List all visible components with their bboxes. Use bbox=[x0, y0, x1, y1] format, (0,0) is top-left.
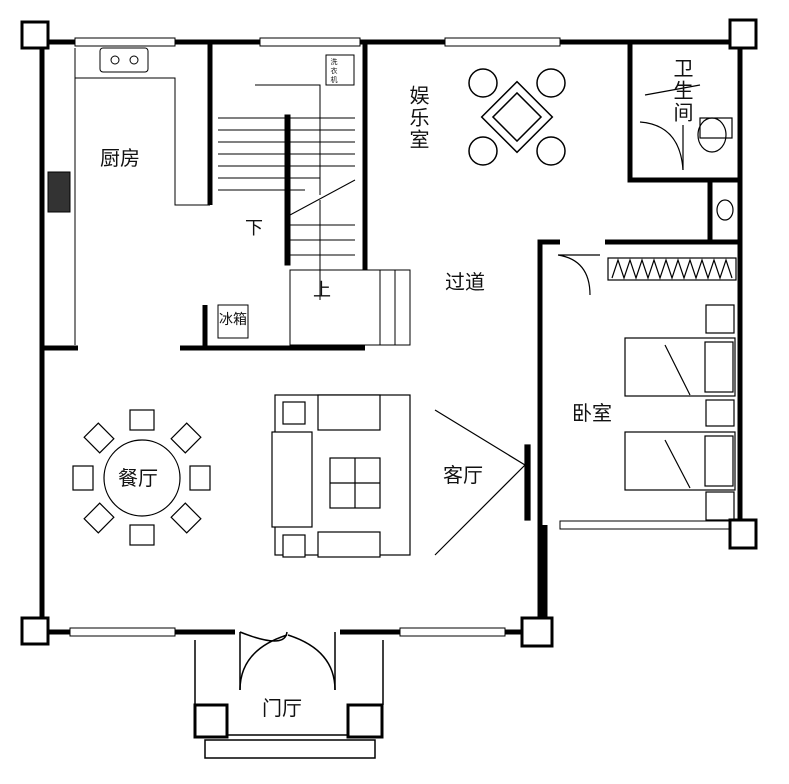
windows bbox=[69, 37, 731, 637]
room-label-bathroom: 卫生间 bbox=[670, 58, 694, 124]
room-label-living: 客厅 bbox=[443, 463, 483, 487]
fridge-label: 冰箱 bbox=[219, 312, 247, 328]
room-label-corridor: 过道 bbox=[445, 270, 485, 294]
bedroom-furniture bbox=[557, 254, 737, 521]
bathroom-fixtures bbox=[639, 84, 734, 221]
staircase bbox=[218, 84, 411, 346]
fridge bbox=[217, 304, 249, 339]
washer-label: 洗衣机 bbox=[330, 58, 338, 85]
pillars bbox=[20, 18, 758, 739]
washer bbox=[325, 54, 355, 86]
kitchen-counter bbox=[47, 47, 210, 345]
living-furniture bbox=[271, 394, 531, 558]
stairs-down-label: 下 bbox=[245, 218, 263, 239]
dining-table bbox=[72, 409, 211, 546]
room-label-entertainment: 娱乐室 bbox=[406, 85, 430, 151]
game-table bbox=[468, 68, 566, 166]
foyer-porch bbox=[194, 631, 384, 759]
walls bbox=[39, 39, 743, 635]
room-label-kitchen: 厨房 bbox=[100, 146, 140, 170]
room-label-dining: 餐厅 bbox=[118, 466, 158, 490]
room-label-foyer: 门厅 bbox=[262, 696, 302, 720]
room-label-bedroom: 卧室 bbox=[572, 401, 612, 425]
stairs-up-label: 上 bbox=[313, 280, 331, 301]
